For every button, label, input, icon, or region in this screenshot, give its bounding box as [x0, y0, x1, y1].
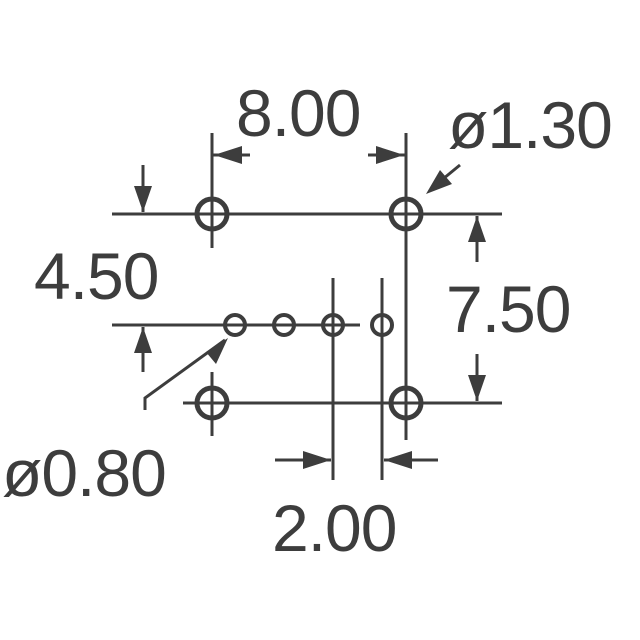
dimension-small-diameter: ø0.80: [2, 436, 167, 510]
dimension-7-50: 7.50: [446, 272, 571, 346]
large-hole: [194, 385, 230, 421]
large-hole: [194, 196, 230, 232]
small-hole: [272, 313, 296, 337]
dimension-large-diameter: ø1.30: [448, 88, 613, 162]
large-hole: [388, 196, 424, 232]
dimension-2-00: 2.00: [272, 491, 397, 565]
dimension-4-50: 4.50: [34, 239, 159, 313]
small-hole: [321, 313, 345, 337]
large-hole: [388, 385, 424, 421]
dimension-8-00: 8.00: [236, 76, 361, 150]
small-hole: [223, 313, 247, 337]
small-hole: [370, 313, 394, 337]
